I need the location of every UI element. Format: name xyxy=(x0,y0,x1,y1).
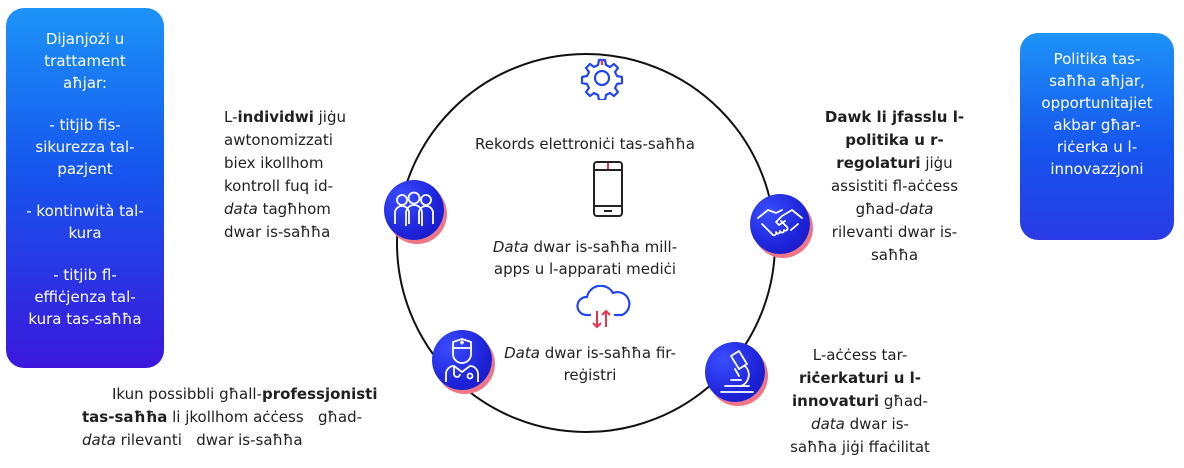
gear-icon xyxy=(580,58,624,100)
handshake-icon xyxy=(750,194,810,254)
ehr-label: Rekords elettroniċi tas-saħħa xyxy=(475,135,695,153)
policymakers-text: Dawk li jfasslu l- politika u r- regolat… xyxy=(824,108,965,264)
individuals-text: L-individwi jiġu awtonomizzati biex ikol… xyxy=(224,108,347,241)
apps-data-label: Data dwar is-saħħa mill- apps u l-appara… xyxy=(492,238,678,278)
smartphone-icon xyxy=(593,161,623,217)
registries-data-label: Data dwar is-saħħa fir- reġistri xyxy=(504,344,676,384)
benefits-title: Dijanjożi u trattament aħjar: xyxy=(44,30,126,92)
professionals-text: Ikun possibbli għall-professjonisti tas-… xyxy=(82,385,378,449)
microscope-icon xyxy=(705,342,765,402)
cloud-sync-icon xyxy=(576,285,631,329)
policy-outcome-box: Politika tas- saħħa aħjar, opportunitaji… xyxy=(1020,33,1174,240)
researchers-text: L-aċċess tar- riċerkaturi u l- innovatur… xyxy=(790,346,930,456)
benefits-box: Dijanjożi u trattament aħjar: - titjib f… xyxy=(6,8,164,368)
people-group-icon xyxy=(384,180,444,240)
benefit-item-continuity: - kontinwità tal- kura xyxy=(26,202,144,242)
doctor-icon xyxy=(432,330,492,390)
benefit-item-efficiency: - titjib fl- effiċjenza tal- kura tas-sa… xyxy=(28,266,142,328)
benefit-item-safety: - titjib fis- sikurezza tal- pazjent xyxy=(35,116,135,178)
